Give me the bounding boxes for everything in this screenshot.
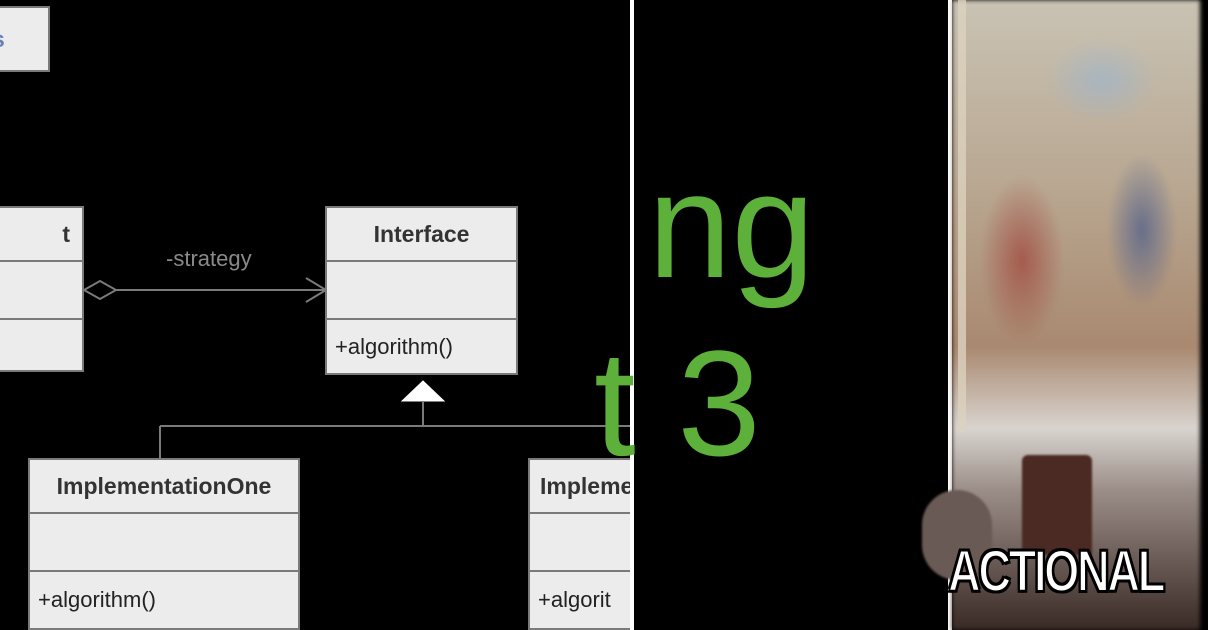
implementation-one-attributes	[30, 514, 298, 572]
interface-class-name: Interface	[327, 208, 516, 262]
person-head-shape	[922, 490, 992, 580]
panel-divider	[948, 0, 952, 630]
implementation-two-name: Impleme	[530, 460, 656, 514]
implementation-one-operation: +algorithm()	[38, 587, 156, 612]
meme-photo-panel: ACTIONAL	[922, 0, 1200, 630]
meme-caption: ACTIONAL	[947, 538, 1166, 605]
uml-class-interface: Interface +algorithm()	[325, 206, 518, 375]
title-fragment-panel: ng t 3	[594, 0, 948, 630]
uml-class-implementation-one: ImplementationOne +algorithm()	[28, 458, 300, 630]
interface-attributes	[327, 262, 516, 320]
implementation-one-name: ImplementationOne	[30, 460, 298, 514]
implementation-two-operation: +algorit	[538, 587, 611, 612]
uml-class-top-left: s	[0, 6, 50, 72]
implementation-two-attributes	[530, 514, 656, 572]
uml-class-client: t	[0, 206, 84, 372]
panel-divider	[630, 0, 634, 630]
top-box-name: s	[0, 8, 48, 70]
uml-connectors	[81, 277, 630, 458]
interface-operation: +algorithm()	[335, 333, 453, 359]
client-attributes	[0, 262, 82, 320]
uml-diagram-panel: s t -strategy Interface +algorithm() Imp…	[0, 6, 658, 630]
chair-shape	[1022, 455, 1092, 555]
aggregation-diamond	[81, 279, 119, 301]
client-class-name: t	[0, 208, 82, 262]
generalization-triangle	[400, 380, 446, 402]
title-fragment-line-1: ng	[648, 141, 815, 309]
association-label: -strategy	[166, 246, 252, 271]
painting-frame	[958, 0, 1208, 432]
title-fragment-line-2: t 3	[594, 319, 761, 487]
client-operations	[0, 320, 82, 370]
